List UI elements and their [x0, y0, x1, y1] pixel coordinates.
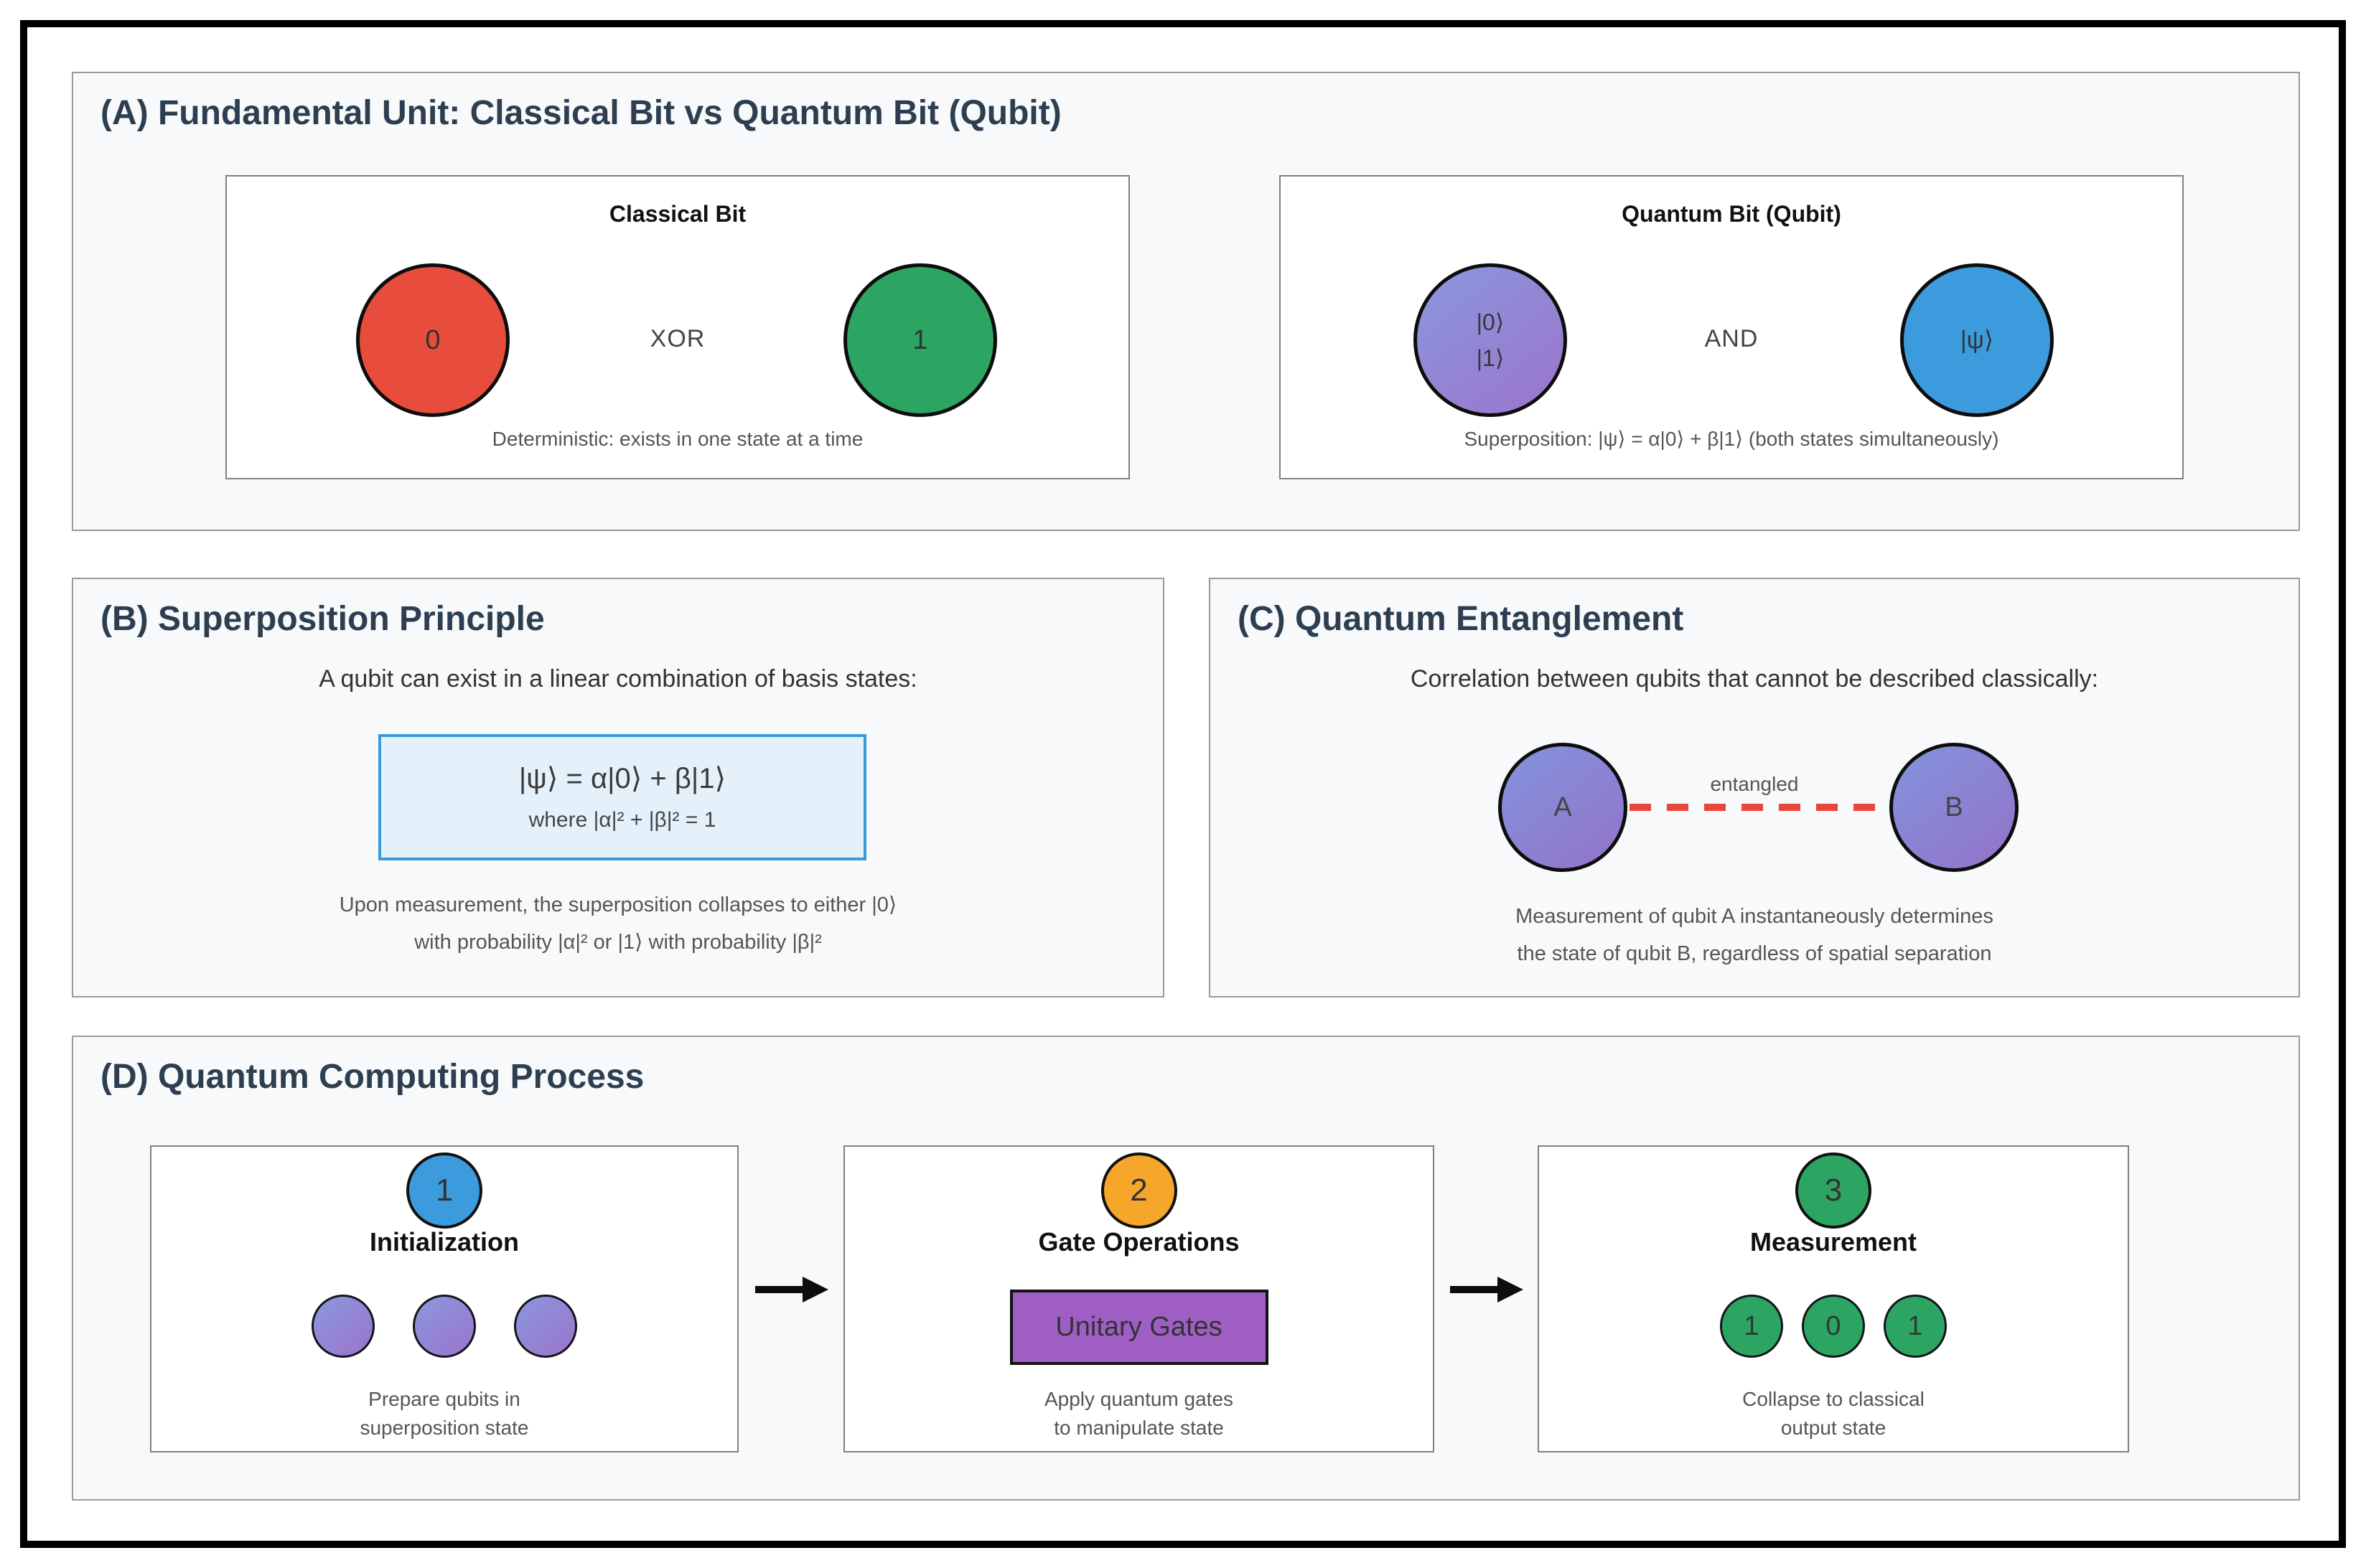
bit-1-label: 1: [912, 324, 928, 355]
step-1-caption-line1: Prepare qubits in: [368, 1388, 520, 1410]
step-2-heading: Gate Operations: [1038, 1227, 1240, 1257]
xor-operator-label: XOR: [650, 325, 706, 352]
qubit-a-circle: A: [1498, 743, 1627, 872]
qubit-dot: [312, 1295, 375, 1358]
panel-c-entanglement: (C) Quantum Entanglement Correlation bet…: [1209, 578, 2300, 997]
panel-b-title: (B) Superposition Principle: [100, 600, 545, 638]
panel-c-caption: Measurement of qubit A instantaneously d…: [1210, 898, 2299, 972]
ket-zero-label: |0⟩: [1476, 309, 1505, 335]
panel-b-superposition: (B) Superposition Principle A qubit can …: [72, 578, 1164, 997]
panel-c-intro: Correlation between qubits that cannot b…: [1410, 665, 2099, 693]
entangled-label: entangled: [1710, 773, 1799, 795]
step-initialization-box: 1 Initialization Prepare qubits in super…: [150, 1145, 739, 1452]
panel-b-caption: Upon measurement, the superposition coll…: [73, 886, 1163, 961]
qubit-dot: [514, 1295, 577, 1358]
step-2-number: 2: [1130, 1173, 1148, 1208]
formula-normalization: where |α|² + |β|² = 1: [528, 808, 716, 832]
unitary-gates-rect: Unitary Gates: [1009, 1290, 1268, 1365]
qubit-b-circle: B: [1889, 743, 2019, 872]
measured-bit-label: 1: [1744, 1310, 1759, 1341]
measured-bits-row: 1 0 1: [1539, 1295, 2128, 1358]
panel-a-fundamental-unit: (A) Fundamental Unit: Classical Bit vs Q…: [72, 72, 2300, 531]
qubit-dot: [413, 1295, 476, 1358]
panel-b-caption-line1: Upon measurement, the superposition coll…: [339, 893, 897, 916]
panel-d-title: (D) Quantum Computing Process: [100, 1058, 645, 1096]
step-3-badge: 3: [1795, 1152, 1871, 1229]
arrow-head: [1497, 1277, 1523, 1302]
step-3-number: 3: [1824, 1173, 1843, 1208]
step-2-caption-line1: Apply quantum gates: [1044, 1388, 1234, 1410]
quantum-bit-caption: Superposition: |ψ⟩ = α|0⟩ + β|1⟩ (both s…: [1464, 428, 1999, 450]
arrow-head: [803, 1277, 828, 1302]
panel-b-caption-line2: with probability |α|² or |1⟩ with probab…: [414, 931, 822, 954]
bit-0-circle: 0: [356, 263, 510, 417]
step-1-badge: 1: [406, 1152, 482, 1229]
formula-main: |ψ⟩ = α|0⟩ + β|1⟩: [518, 763, 726, 794]
panel-c-caption-line1: Measurement of qubit A instantaneously d…: [1515, 905, 1993, 928]
measured-bit-circle: 1: [1720, 1295, 1783, 1358]
classical-bit-box: Classical Bit 0 XOR 1 Deterministic: exi…: [225, 175, 1130, 479]
superposition-formula-box: |ψ⟩ = α|0⟩ + β|1⟩ where |α|² + |β|² = 1: [378, 734, 866, 860]
unitary-gates-label: Unitary Gates: [1055, 1312, 1222, 1342]
step-1-heading: Initialization: [369, 1227, 519, 1257]
measured-bit-label: 1: [1907, 1310, 1923, 1341]
qubit-a-label: A: [1553, 792, 1572, 822]
step-1-caption: Prepare qubits in superposition state: [151, 1385, 737, 1442]
superposition-qubit-circle: |0⟩ |1⟩: [1413, 263, 1567, 417]
arrow-shaft: [755, 1286, 805, 1293]
measured-bit-circle: 0: [1802, 1295, 1865, 1358]
classical-bit-caption: Deterministic: exists in one state at a …: [492, 428, 864, 450]
bit-0-label: 0: [425, 324, 441, 355]
classical-bit-heading: Classical Bit: [609, 201, 747, 227]
initialized-qubits-row: [151, 1295, 737, 1358]
quantum-bit-heading: Quantum Bit (Qubit): [1622, 201, 1841, 227]
step-1-caption-line2: superposition state: [360, 1417, 529, 1439]
step-measurement-box: 3 Measurement 1 0 1 Collapse to classica…: [1538, 1145, 2129, 1452]
ket-one-label: |1⟩: [1476, 345, 1505, 371]
step-3-caption: Collapse to classical output state: [1539, 1385, 2128, 1442]
panel-b-intro: A qubit can exist in a linear combinatio…: [319, 665, 917, 693]
outer-border: [20, 20, 2346, 1548]
panel-d-computing-process: (D) Quantum Computing Process 1 Initiali…: [72, 1036, 2300, 1501]
panel-a-title: (A) Fundamental Unit: Classical Bit vs Q…: [100, 94, 1062, 132]
step-3-heading: Measurement: [1749, 1227, 1917, 1257]
qubit-b-label: B: [1945, 792, 1963, 822]
arrow-shaft: [1450, 1286, 1500, 1293]
entanglement-dashed-link: [1629, 804, 1888, 811]
step-2-badge: 2: [1100, 1152, 1177, 1229]
psi-qubit-circle: |ψ⟩: [1900, 263, 2054, 417]
step-1-number: 1: [435, 1173, 454, 1208]
step-2-caption: Apply quantum gates to manipulate state: [845, 1385, 1433, 1442]
measured-bit-label: 0: [1825, 1310, 1841, 1341]
step-2-caption-line2: to manipulate state: [1054, 1417, 1224, 1439]
step-gate-operations-box: 2 Gate Operations Unitary Gates Apply qu…: [843, 1145, 1434, 1452]
and-operator-label: AND: [1704, 325, 1759, 352]
panel-c-caption-line2: the state of qubit B, regardless of spat…: [1517, 942, 1992, 965]
step-3-caption-line1: Collapse to classical: [1742, 1388, 1925, 1410]
step-3-caption-line2: output state: [1780, 1417, 1886, 1439]
psi-state-label: |ψ⟩: [1960, 327, 1994, 354]
panel-c-title: (C) Quantum Entanglement: [1238, 600, 1684, 638]
arrow-right-icon: [755, 1264, 830, 1315]
ket-state-stack: |0⟩ |1⟩: [1477, 304, 1505, 376]
arrow-right-icon: [1450, 1264, 1525, 1315]
bit-1-circle: 1: [843, 263, 997, 417]
quantum-bit-box: Quantum Bit (Qubit) |0⟩ |1⟩ AND |ψ⟩ Supe…: [1279, 175, 2184, 479]
measured-bit-circle: 1: [1884, 1295, 1947, 1358]
